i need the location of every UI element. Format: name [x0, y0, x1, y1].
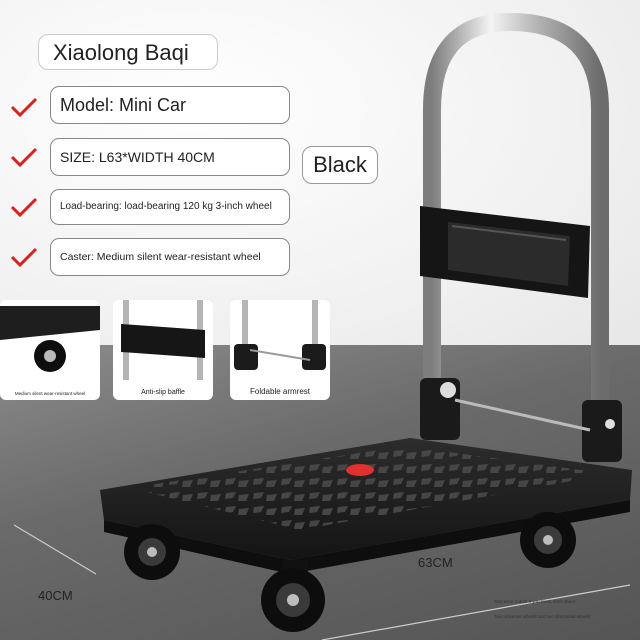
check-icon	[10, 197, 38, 218]
front-left-wheel	[261, 560, 325, 632]
spec-size: SIZE: L63*WIDTH 40CM	[50, 138, 290, 176]
thumbnail-caption: Foldable armrest	[249, 387, 311, 396]
thumbnail-caster: Medium silent wear-resistant wheel	[0, 300, 100, 400]
rear-left-wheel	[124, 524, 180, 580]
color-badge: Black	[302, 146, 378, 184]
thumbnail-armrest: Foldable armrest	[230, 300, 330, 400]
footnote-size-error: Size error 1-3cm If you mind, don't shoo…	[494, 599, 577, 604]
check-icon	[10, 247, 38, 268]
width-dimension-line	[13, 524, 97, 575]
length-dimension-line	[321, 584, 631, 640]
thumbnail-baffle: Anti-slip baffle	[113, 300, 213, 400]
caster-wheel-icon	[0, 306, 100, 372]
folding-hinge-icon	[234, 300, 326, 370]
check-icon	[10, 97, 38, 118]
front-right-wheel	[520, 512, 576, 568]
right-hinge	[582, 400, 622, 462]
baffle-icon	[121, 300, 205, 380]
thumbnail-caption: Anti-slip baffle	[141, 389, 185, 396]
spec-load-bearing: Load-bearing: load-bearing 120 kg 3-inch…	[50, 189, 290, 225]
brand-title: Xiaolong Baqi	[38, 34, 218, 70]
handle-frame	[423, 12, 609, 439]
center-red-dot	[346, 464, 374, 476]
spec-caster: Caster: Medium silent wear-resistant whe…	[50, 238, 290, 276]
handle-grip-bracket	[420, 206, 590, 298]
length-dimension-label: 63CM	[418, 555, 453, 570]
check-icon	[10, 147, 38, 168]
spec-model: Model: Mini Car	[50, 86, 290, 124]
width-dimension-label: 40CM	[38, 588, 73, 603]
footnote-wheels: Two universal wheels and two directional…	[494, 614, 591, 619]
thumbnail-caption: Medium silent wear-resistant wheel	[14, 391, 86, 396]
